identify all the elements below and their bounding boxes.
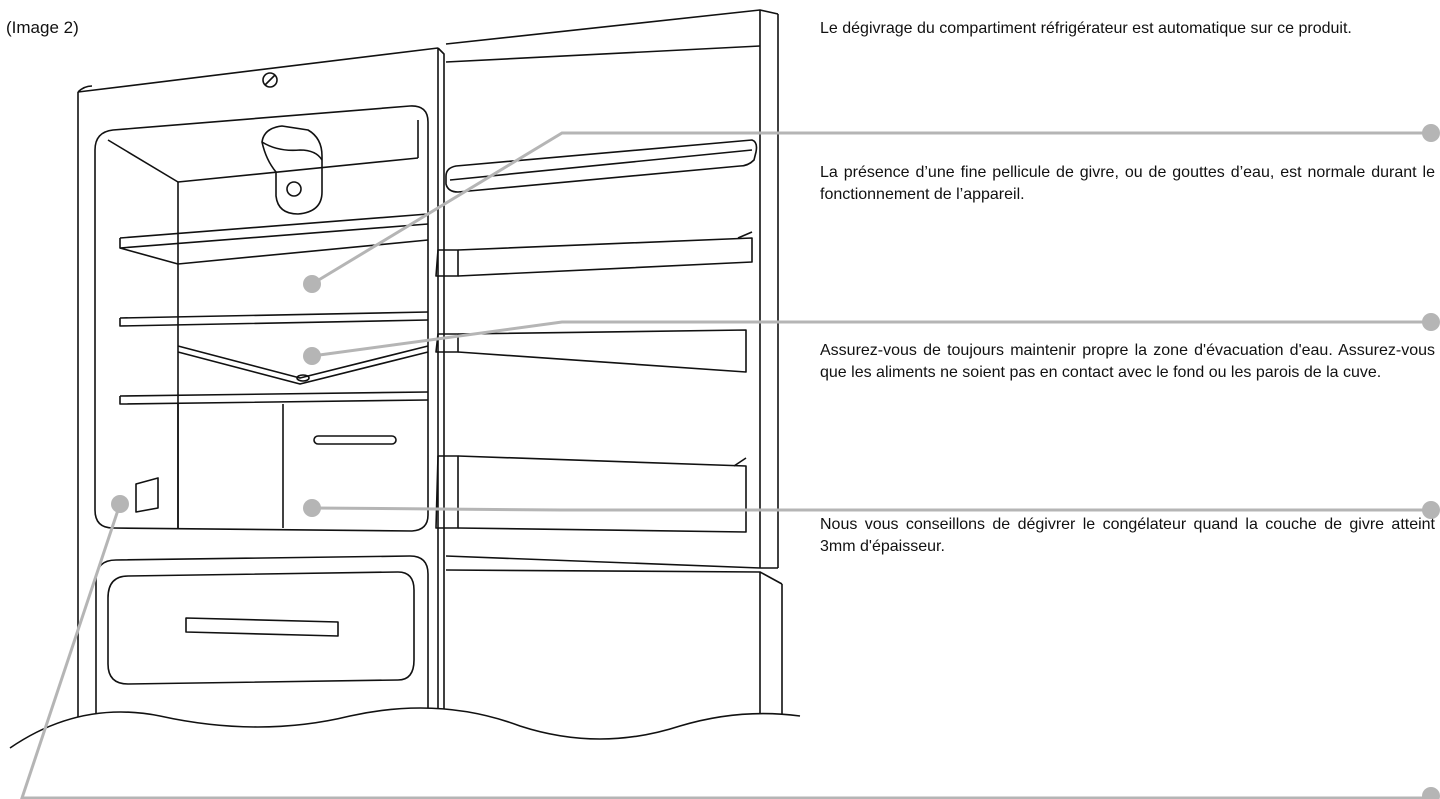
fridge-compartment	[94, 105, 429, 532]
callout-dot-end-2	[1422, 313, 1440, 331]
thermostat-knob-icon	[262, 72, 278, 88]
callout-dots	[111, 124, 1440, 799]
callout-leaders	[20, 131, 1432, 799]
fridge-cabinet	[77, 47, 445, 758]
callout-dot-vent	[111, 495, 129, 513]
figure-label: (Image 2)	[6, 18, 79, 37]
callout-dot-end-4	[1422, 787, 1440, 799]
fridge-door	[435, 9, 783, 726]
light-unit-icon	[261, 125, 323, 215]
glass-shelves	[119, 213, 429, 528]
callout-dot-crisper	[303, 347, 321, 365]
paragraph-auto-defrost: Le dégivrage du compartiment réfrigérate…	[820, 20, 1352, 37]
callout-dot-end-1	[1422, 124, 1440, 142]
callout-dot-end-3	[1422, 501, 1440, 519]
freezer-drawer	[95, 555, 429, 720]
callout-dot-shelf	[303, 275, 321, 293]
paragraph-drain-clean: Assurez-vous de toujours maintenir propr…	[820, 342, 1435, 381]
paragraph-freezer-defrost: Nous vous conseillons de dégivrer le con…	[820, 516, 1435, 555]
cutaway-wave	[9, 707, 801, 799]
callout-dot-freezer	[303, 499, 321, 517]
paragraph-frost-normal: La présence d’une fine pellicule de givr…	[820, 164, 1435, 203]
